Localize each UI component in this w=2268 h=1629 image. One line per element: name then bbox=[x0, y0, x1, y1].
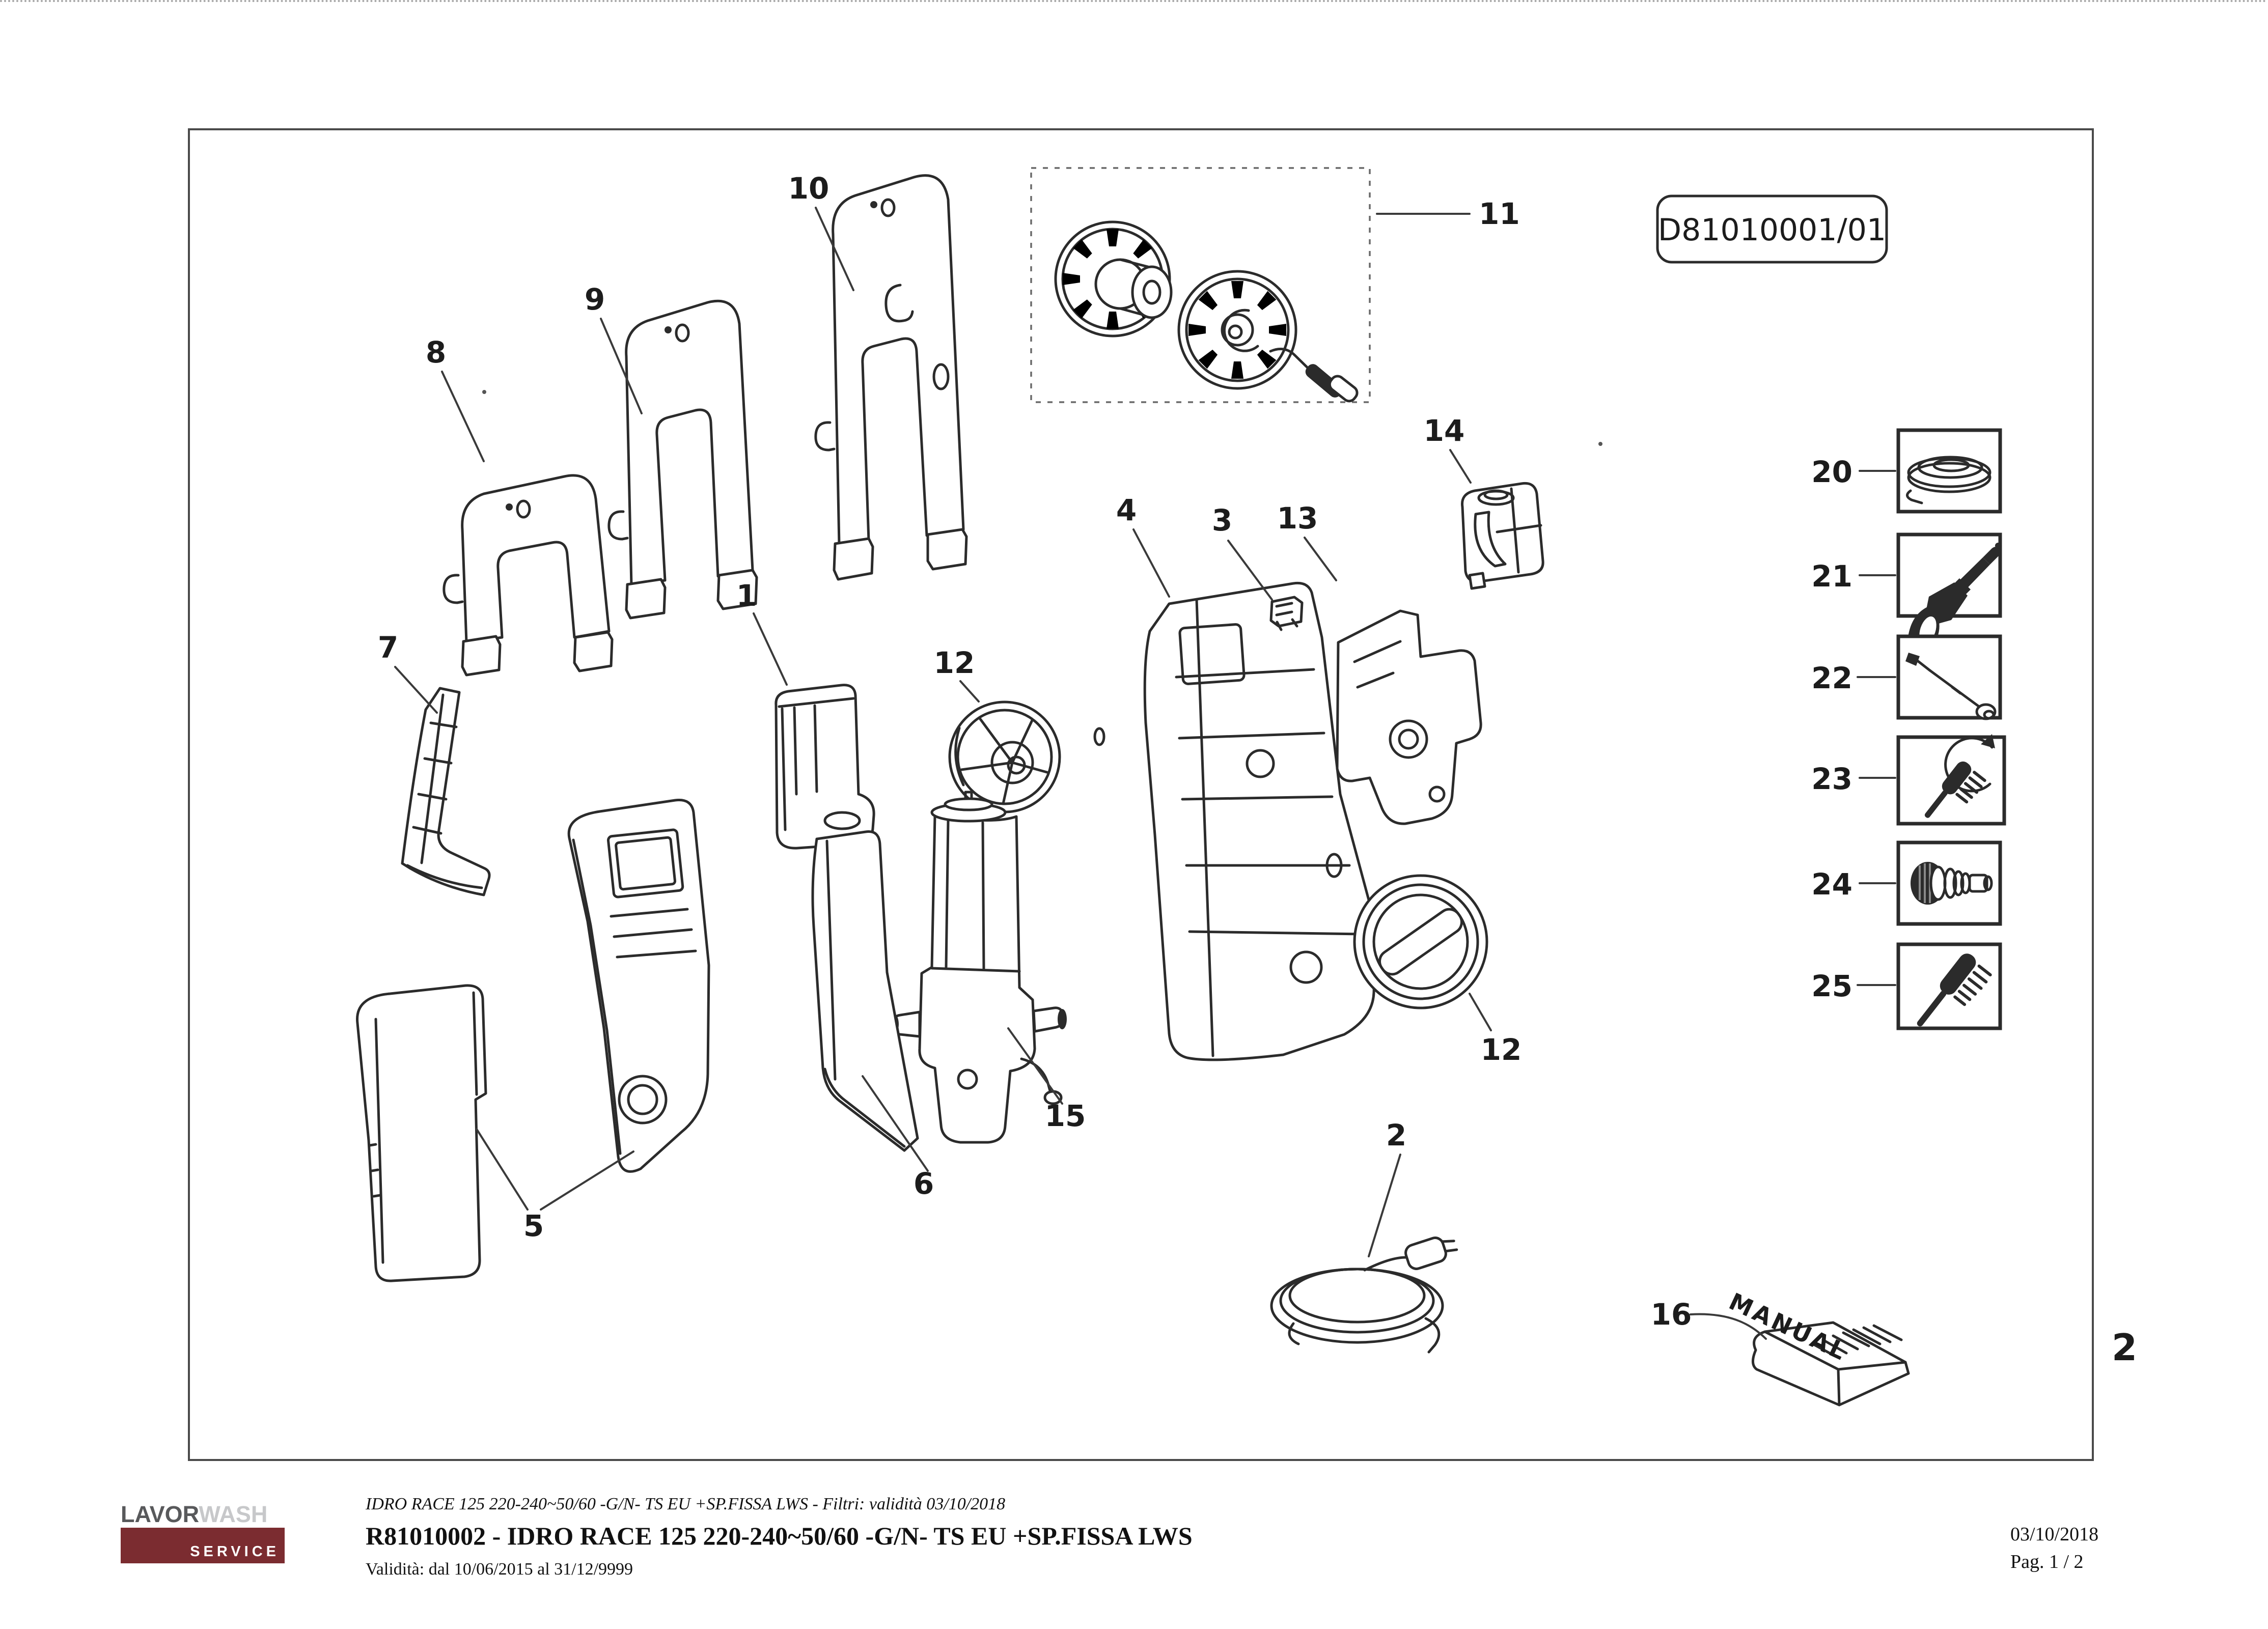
part-16-manual: MANUAL bbox=[1725, 1287, 1910, 1407]
footer-text-block: IDRO RACE 125 220-240~50/60 -G/N- TS EU … bbox=[366, 1495, 1842, 1579]
footer-date-page-block: 03/10/2018 Pag. 1 / 2 bbox=[2010, 1523, 2098, 1573]
callout-5: 5 bbox=[523, 1209, 544, 1243]
reel-disc-right bbox=[1177, 270, 1297, 390]
footer-page-indicator: Pag. 1 / 2 bbox=[2010, 1551, 2084, 1572]
footer-model-line: IDRO RACE 125 220-240~50/60 -G/N- TS EU … bbox=[366, 1495, 1006, 1513]
footer-date: 03/10/2018 bbox=[2010, 1524, 2099, 1545]
part-2-power-cord bbox=[1270, 1237, 1458, 1354]
part-12-wheel bbox=[948, 700, 1105, 813]
footer-validity-line: Validità: dal 10/06/2015 al 31/12/9999 bbox=[366, 1560, 633, 1579]
logo-wordmark: LAVORWASH bbox=[121, 1503, 285, 1526]
sheet-code: D81010001/01 bbox=[1658, 212, 1886, 248]
part-7-lattice-panel bbox=[401, 687, 491, 896]
speck bbox=[1598, 442, 1602, 446]
rotating-brush-icon bbox=[1924, 734, 1995, 818]
part-8-handle-frame bbox=[442, 474, 614, 677]
callout-12b: 12 bbox=[1481, 1032, 1522, 1067]
part-12-wheel-ring bbox=[1353, 874, 1488, 1009]
part-3-switch-clip bbox=[1269, 596, 1304, 631]
accessory-box-24: 24 bbox=[1811, 840, 2002, 926]
callout-6: 6 bbox=[914, 1166, 934, 1201]
part-13-bracket bbox=[1336, 609, 1482, 825]
speck bbox=[482, 390, 486, 394]
callout-12a: 12 bbox=[934, 645, 975, 680]
accessory-23-label: 23 bbox=[1811, 762, 1852, 796]
callout-16: 16 bbox=[1651, 1297, 1692, 1332]
diagram-border bbox=[188, 128, 2094, 1461]
lance-icon bbox=[1905, 653, 1997, 720]
callout-11: 11 bbox=[1479, 196, 1520, 231]
accessory-22-label: 22 bbox=[1811, 661, 1852, 695]
callout-8: 8 bbox=[426, 335, 446, 370]
accessory-25-label: 25 bbox=[1811, 969, 1852, 1003]
part-5-left-cover bbox=[356, 984, 487, 1282]
callout-1: 1 bbox=[736, 578, 757, 613]
part-14-detergent-tank bbox=[1461, 482, 1544, 590]
hose-adapter-icon bbox=[1911, 862, 1993, 905]
leader-lines bbox=[394, 207, 1896, 1340]
logo-brand-secondary: WASH bbox=[199, 1501, 268, 1527]
logo-brand-primary: LAVOR bbox=[121, 1501, 199, 1527]
part-10-handle-frame bbox=[814, 174, 968, 581]
accessory-box-23: 23 bbox=[1811, 734, 2006, 826]
accessory-box-25: 25 bbox=[1811, 942, 2002, 1030]
reel-disc-left bbox=[1054, 220, 1173, 338]
callout-7: 7 bbox=[378, 630, 398, 665]
callout-15: 15 bbox=[1045, 1099, 1086, 1133]
part-15-pump-unit bbox=[890, 791, 1067, 1144]
accessory-box-22: 22 bbox=[1811, 634, 2002, 720]
logo-service-band: SERVICE bbox=[121, 1528, 285, 1563]
callout-9: 9 bbox=[585, 282, 605, 317]
callout-14: 14 bbox=[1424, 413, 1465, 448]
callout-2: 2 bbox=[1386, 1118, 1406, 1153]
hose-coil-icon bbox=[1906, 456, 1992, 504]
logo-tagline: SERVICE bbox=[190, 1543, 280, 1560]
part-6-side-panel bbox=[811, 830, 919, 1152]
sheet-number: 2 bbox=[2112, 1326, 2137, 1369]
callout-4: 4 bbox=[1116, 493, 1137, 527]
reel-crank-handle bbox=[1269, 348, 1359, 403]
part-1-holder bbox=[775, 684, 875, 850]
accessory-20-label: 20 bbox=[1811, 455, 1852, 489]
accessory-box-20: 20 bbox=[1811, 428, 2002, 514]
callout-3: 3 bbox=[1212, 503, 1232, 538]
sheet-code-box: D81010001/01 bbox=[1656, 194, 1888, 264]
callout-13: 13 bbox=[1277, 501, 1318, 536]
part-5-front-panel bbox=[567, 799, 710, 1173]
accessory-21-label: 21 bbox=[1811, 559, 1852, 594]
lavorwash-service-logo: LAVORWASH SERVICE bbox=[121, 1503, 285, 1563]
part-11-hose-reel-kit bbox=[1030, 167, 1371, 403]
callout-10: 10 bbox=[788, 171, 829, 206]
fixed-brush-icon bbox=[1917, 953, 1992, 1027]
footer-separator bbox=[0, 0, 2268, 2]
part-9-handle-frame bbox=[607, 299, 758, 620]
footer-code-line: R81010002 - IDRO RACE 125 220-240~50/60 … bbox=[366, 1522, 1193, 1550]
accessory-24-label: 24 bbox=[1811, 867, 1852, 902]
callout-labels: 1 2 3 4 5 6 7 8 9 10 11 12 12 13 14 15 1… bbox=[378, 171, 1692, 1332]
